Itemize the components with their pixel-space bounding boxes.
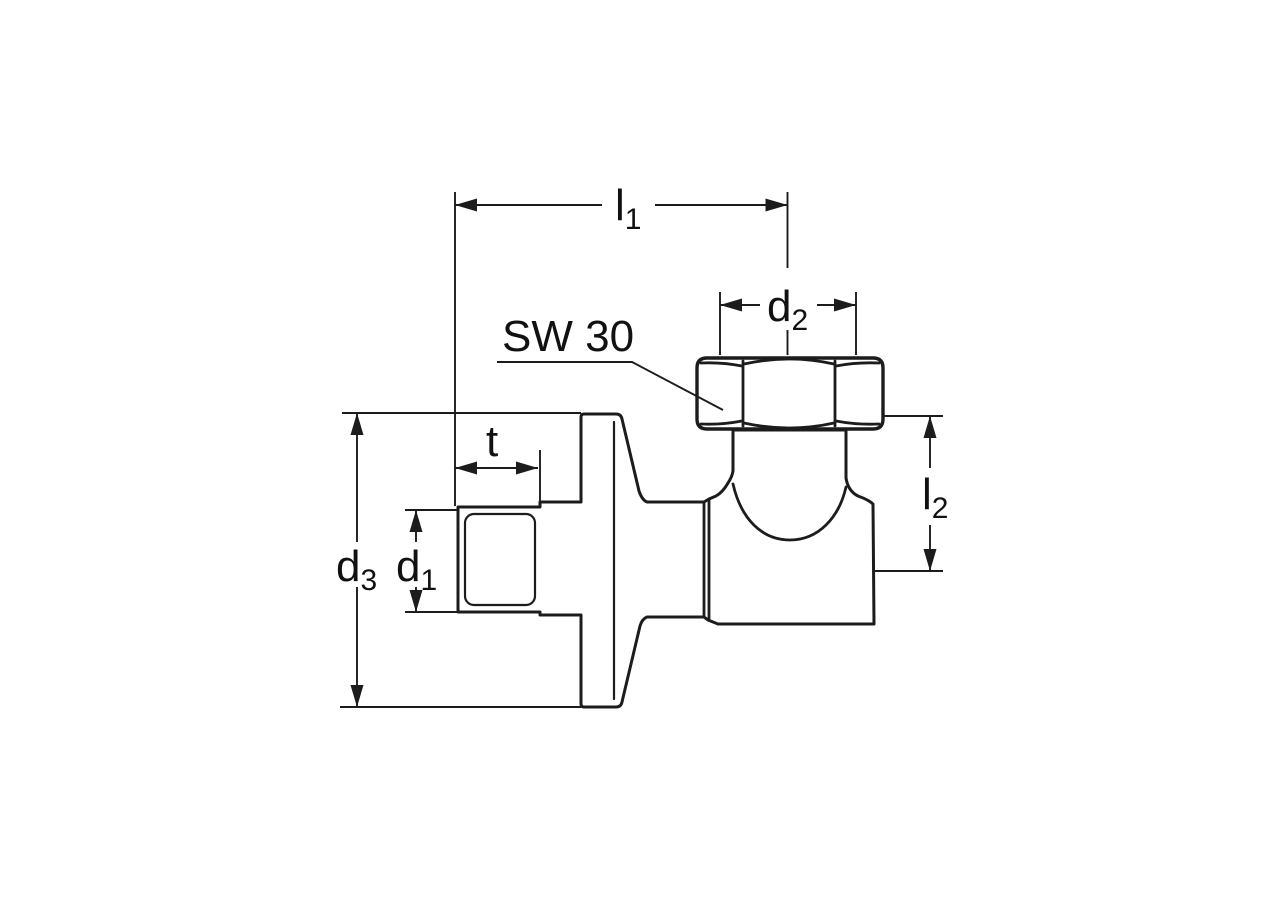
d2-arrow-right xyxy=(834,298,856,312)
d1-label: d1 xyxy=(396,542,437,597)
hex-nut-chamfer-arc-top-left xyxy=(699,361,744,368)
d3-arrow-down xyxy=(350,685,364,707)
l2-label: l2 xyxy=(922,470,948,525)
d2-arrow-left xyxy=(720,298,742,312)
t-arrow-right xyxy=(516,461,538,475)
dimension-t: t xyxy=(455,417,541,501)
hex-nut-chamfer-arc-bottom-center xyxy=(742,421,836,430)
thread-inner-profile xyxy=(463,512,537,607)
t-label: t xyxy=(486,417,498,466)
d2-label: d2 xyxy=(767,282,808,337)
sw30-label: SW 30 xyxy=(502,312,634,361)
callout-sw30: SW 30 xyxy=(497,312,724,411)
t-arrow-left xyxy=(455,461,477,475)
hex-nut xyxy=(695,356,885,431)
valve-seat-dome-curve xyxy=(731,482,848,542)
hex-nut-chamfer-arc-bottom-right xyxy=(834,419,881,426)
l1-arrow-right xyxy=(765,198,788,212)
l1-label: l1 xyxy=(615,181,641,236)
l2-arrow-down xyxy=(923,549,937,571)
l2-arrow-up xyxy=(923,416,937,438)
valve-body xyxy=(456,412,876,709)
valve-body-outline xyxy=(456,412,876,709)
d3-label: d3 xyxy=(336,542,377,597)
dimension-d3: d3 xyxy=(336,412,581,708)
hex-nut-chamfer-arc-bottom-left xyxy=(699,419,744,426)
sw30-leader-line xyxy=(497,361,724,411)
dimension-d1: d1 xyxy=(396,509,460,613)
dimension-d2: d2 xyxy=(719,282,857,355)
l1-arrow-left xyxy=(455,198,477,212)
d1-arrow-down xyxy=(409,590,423,612)
hex-nut-chamfer-arc-top-right xyxy=(834,361,881,368)
dimension-l2: l2 xyxy=(875,415,948,572)
d3-arrow-up xyxy=(350,413,364,435)
hex-nut-chamfer-arc-top-center xyxy=(742,357,836,366)
hex-nut-outline xyxy=(695,356,885,431)
d1-arrow-up xyxy=(409,510,423,532)
dimension-l1: l1 xyxy=(454,181,789,506)
